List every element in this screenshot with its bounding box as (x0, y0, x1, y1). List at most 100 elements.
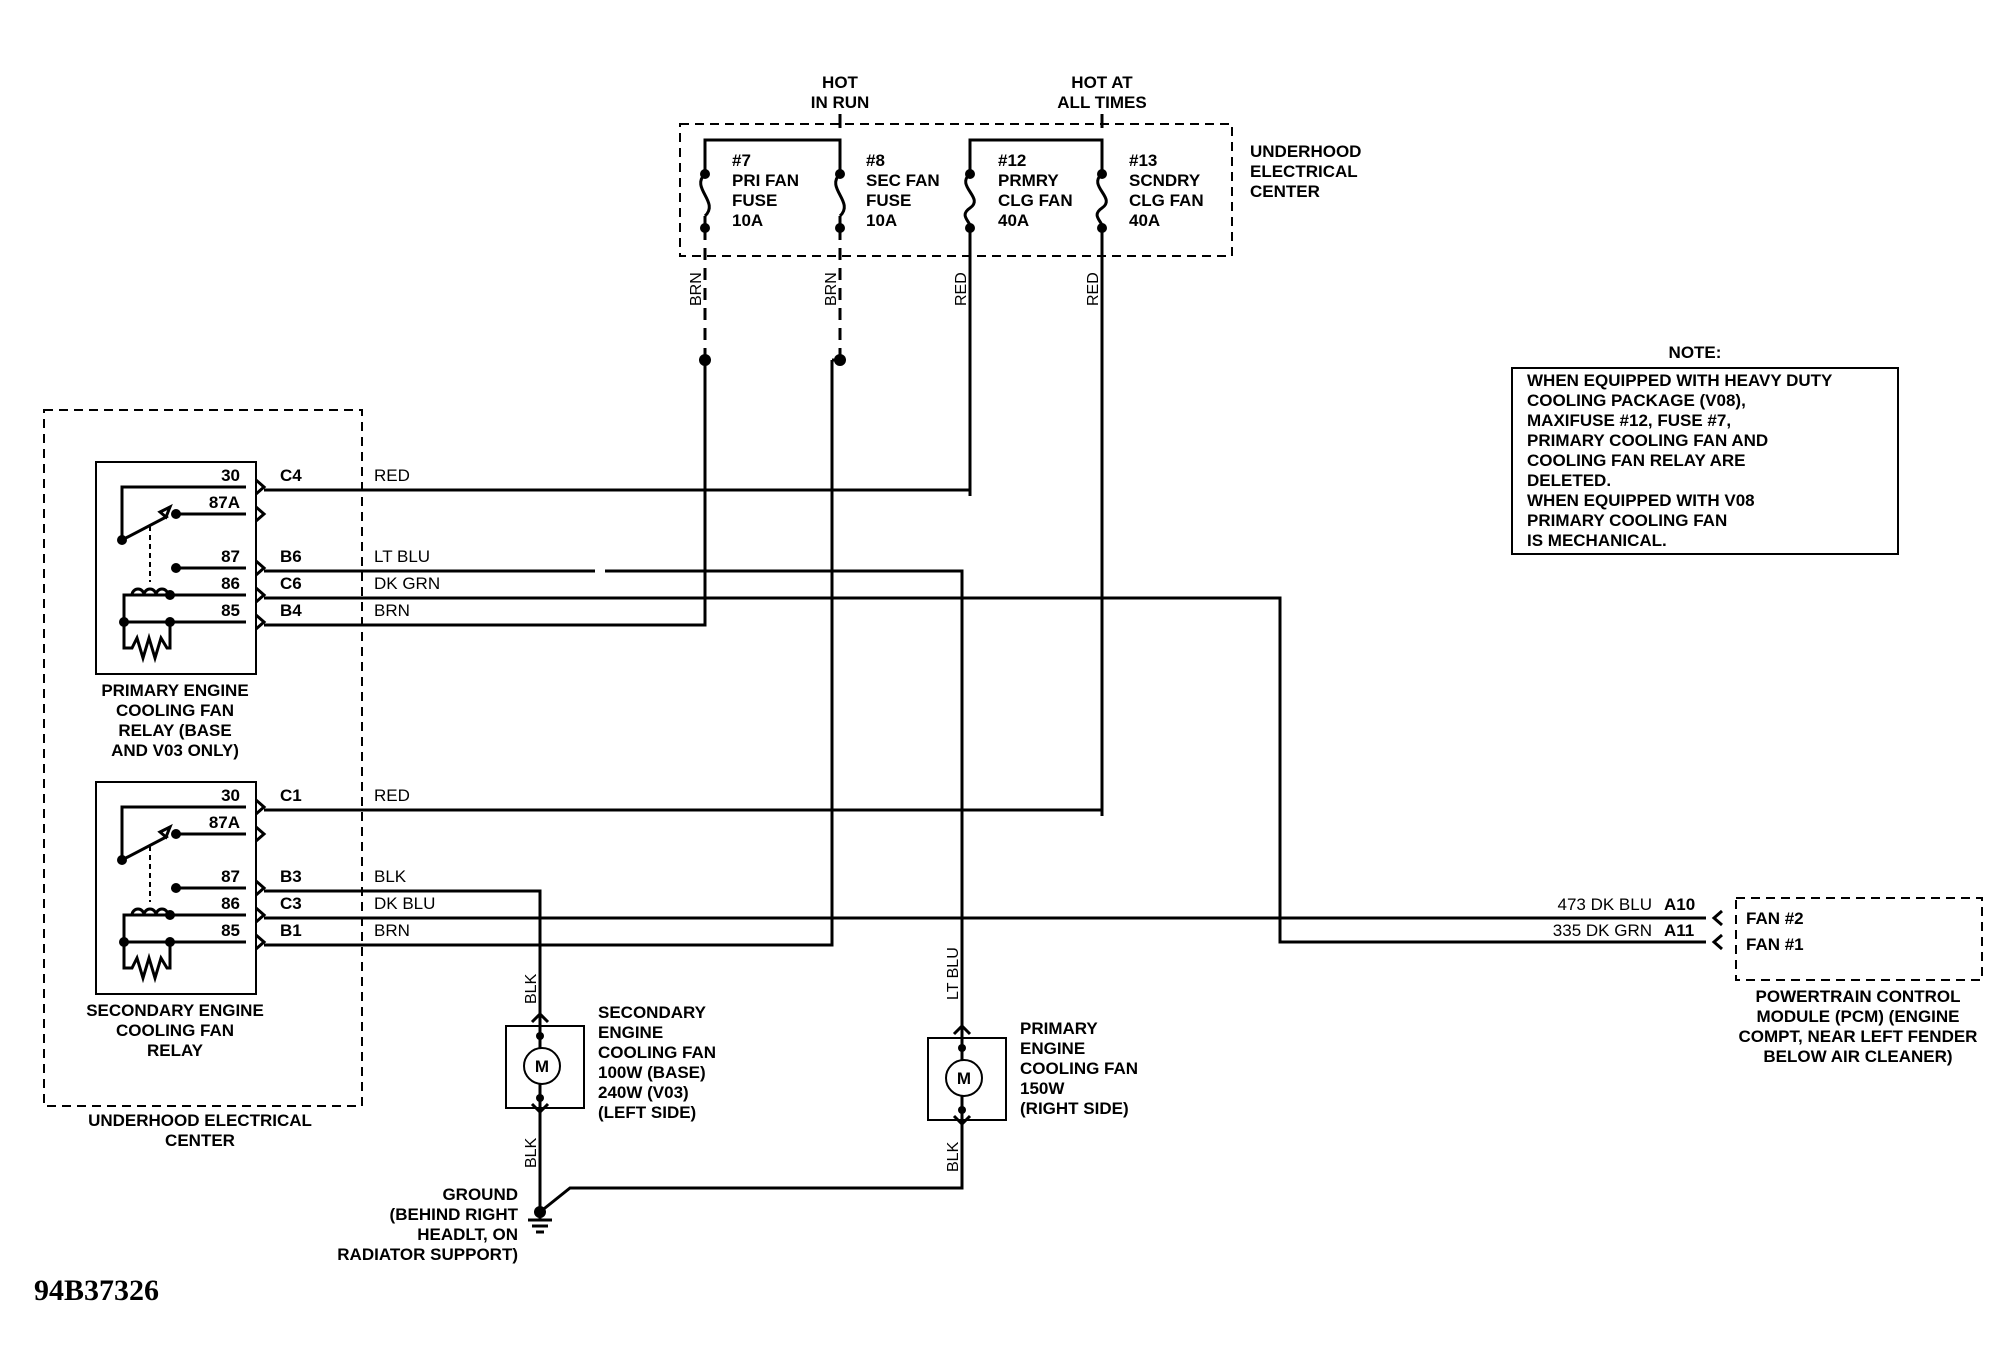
svg-text:30: 30 (221, 786, 240, 805)
secondary-relay-30-red-wire (264, 808, 1104, 816)
svg-text:SCNDRY: SCNDRY (1129, 171, 1201, 190)
svg-text:B6: B6 (280, 547, 302, 566)
pcm-pin-a11: A11 (1664, 921, 1694, 940)
primary-cooling-fan: M LT BLU BLK PRIMARY ENGINE COOLING FAN … (539, 947, 1138, 1214)
svg-text:ENGINE: ENGINE (598, 1023, 663, 1042)
svg-text:86: 86 (221, 894, 240, 913)
svg-text:FUSE: FUSE (866, 191, 911, 210)
svg-text:PRI FAN: PRI FAN (732, 171, 799, 190)
svg-text:87: 87 (221, 547, 240, 566)
svg-text:85: 85 (221, 921, 240, 940)
primary-relay: 30 87A 87 86 85 C4 B6 C6 B4 P (95, 461, 302, 760)
primary-relay-86-dkgrn-wire (264, 596, 1706, 944)
secondary-relay-85-wire-color: BRN (374, 921, 410, 940)
secondary-cooling-fan: M BLK BLK SECONDARY ENGINE COOLING FAN 1… (505, 973, 716, 1212)
note-title: NOTE: (1669, 343, 1722, 362)
svg-text:PRIMARY: PRIMARY (1020, 1019, 1098, 1038)
svg-text:MODULE (PCM) (ENGINE: MODULE (PCM) (ENGINE (1756, 1007, 1959, 1026)
svg-text:(BEHIND RIGHT: (BEHIND RIGHT (390, 1205, 519, 1224)
primary-relay-87-wire-color: LT BLU (374, 547, 430, 566)
pcm-fan-1-label: FAN #1 (1746, 935, 1804, 954)
svg-text:RADIATOR SUPPORT): RADIATOR SUPPORT) (337, 1245, 518, 1264)
svg-text:150W: 150W (1020, 1079, 1065, 1098)
svg-text:100W (BASE): 100W (BASE) (598, 1063, 706, 1082)
primary-relay-30-wire-color: RED (374, 466, 410, 485)
svg-text:IS MECHANICAL.: IS MECHANICAL. (1527, 531, 1667, 550)
svg-text:RELAY (BASE: RELAY (BASE (118, 721, 231, 740)
svg-text:SECONDARY: SECONDARY (598, 1003, 707, 1022)
pcm-pin-a10: A10 (1664, 895, 1695, 914)
svg-text:WHEN EQUIPPED WITH HEAVY DUTY: WHEN EQUIPPED WITH HEAVY DUTY (1527, 371, 1833, 390)
fuse-7-wire-color: BRN (688, 272, 705, 306)
svg-text:86: 86 (221, 574, 240, 593)
secondary-fan-top-wire-color: BLK (523, 973, 540, 1004)
svg-text:COOLING FAN: COOLING FAN (1020, 1059, 1138, 1078)
hot-at-all-times-bus (968, 138, 1104, 174)
uec-top-label-2: ELECTRICAL (1250, 162, 1358, 181)
underhood-electrical-center-outline (43, 409, 363, 1107)
svg-text:SECONDARY ENGINE: SECONDARY ENGINE (86, 1001, 264, 1020)
svg-text:GROUND: GROUND (442, 1185, 518, 1204)
svg-text:C3: C3 (280, 894, 302, 913)
uec-top-label-3: CENTER (1250, 182, 1320, 201)
secondary-relay-30-wire-color: RED (374, 786, 410, 805)
primary-relay-85-brn-wire (264, 360, 707, 627)
primary-relay-30-red-wire (264, 488, 972, 496)
svg-text:ENGINE: ENGINE (1020, 1039, 1085, 1058)
svg-text:B1: B1 (280, 921, 302, 940)
svg-text:M: M (535, 1057, 549, 1076)
svg-text:POWERTRAIN CONTROL: POWERTRAIN CONTROL (1756, 987, 1961, 1006)
fuse-8: #8 SEC FAN FUSE 10A (834, 151, 940, 233)
maxifuse-13: #13 SCNDRY CLG FAN 40A (1095, 151, 1204, 233)
svg-text:COOLING FAN RELAY ARE: COOLING FAN RELAY ARE (1527, 451, 1746, 470)
svg-text:C1: C1 (280, 786, 302, 805)
svg-text:PRIMARY COOLING FAN AND: PRIMARY COOLING FAN AND (1527, 431, 1768, 450)
svg-text:#12: #12 (998, 151, 1026, 170)
primary-fan-top-wire-color: LT BLU (945, 947, 962, 1000)
ground: GROUND (BEHIND RIGHT HEADLT, ON RADIATOR… (337, 1185, 552, 1264)
hot-in-run-bus (703, 138, 842, 174)
svg-text:C4: C4 (280, 466, 302, 485)
fuse-12-wire-color: RED (953, 272, 970, 306)
svg-text:10A: 10A (866, 211, 897, 230)
primary-fan-motor-icon (945, 1059, 983, 1097)
hot-at-all-times-label-1: HOT AT (1071, 73, 1133, 92)
svg-text:#13: #13 (1129, 151, 1157, 170)
uec-left-label-1: UNDERHOOD ELECTRICAL (88, 1111, 312, 1130)
secondary-relay-86-wire-color: DK BLU (374, 894, 435, 913)
diagram-code: 94B37326 (34, 1274, 159, 1307)
svg-text:MAXIFUSE #12, FUSE #7,: MAXIFUSE #12, FUSE #7, (1527, 411, 1731, 430)
svg-text:10A: 10A (732, 211, 763, 230)
secondary-relay-87-wire-color: BLK (374, 867, 407, 886)
pcm-connector-a11 (1711, 933, 1723, 951)
svg-text:SEC FAN: SEC FAN (866, 171, 940, 190)
svg-text:COOLING PACKAGE (V08),: COOLING PACKAGE (V08), (1527, 391, 1746, 410)
svg-text:#7: #7 (732, 151, 751, 170)
svg-text:C6: C6 (280, 574, 302, 593)
svg-text:B3: B3 (280, 867, 302, 886)
svg-text:M: M (957, 1069, 971, 1088)
svg-text:PRIMARY COOLING FAN: PRIMARY COOLING FAN (1527, 511, 1727, 530)
svg-text:240W (V03): 240W (V03) (598, 1083, 689, 1102)
secondary-fan-motor-icon (523, 1047, 561, 1085)
svg-text:COOLING FAN: COOLING FAN (116, 701, 234, 720)
svg-text:#8: #8 (866, 151, 885, 170)
svg-text:40A: 40A (1129, 211, 1160, 230)
svg-text:87A: 87A (209, 813, 240, 832)
svg-text:CLG FAN: CLG FAN (1129, 191, 1204, 210)
uec-top-label: UNDERHOOD ELECTRICAL CENTER (1250, 142, 1361, 201)
underhood-fuse-block-outline (679, 123, 1233, 257)
hot-in-run-label-2: IN RUN (811, 93, 870, 112)
secondary-relay-85-brn-wire (264, 360, 834, 947)
svg-text:85: 85 (221, 601, 240, 620)
primary-relay-87-ltblu-wire-b (605, 569, 964, 1010)
svg-text:87A: 87A (209, 493, 240, 512)
fuse-13-wire-color: RED (1085, 272, 1102, 306)
fuse-8-wire-color: BRN (823, 272, 840, 306)
primary-fan-bottom-wire-color: BLK (945, 1141, 962, 1172)
svg-text:40A: 40A (998, 211, 1029, 230)
pcm-fan-2-label: FAN #2 (1746, 909, 1804, 928)
secondary-relay: 30 87A 87 86 85 C1 B3 C3 B1 SECONDARY EN… (86, 781, 302, 1060)
svg-text:CLG FAN: CLG FAN (998, 191, 1073, 210)
